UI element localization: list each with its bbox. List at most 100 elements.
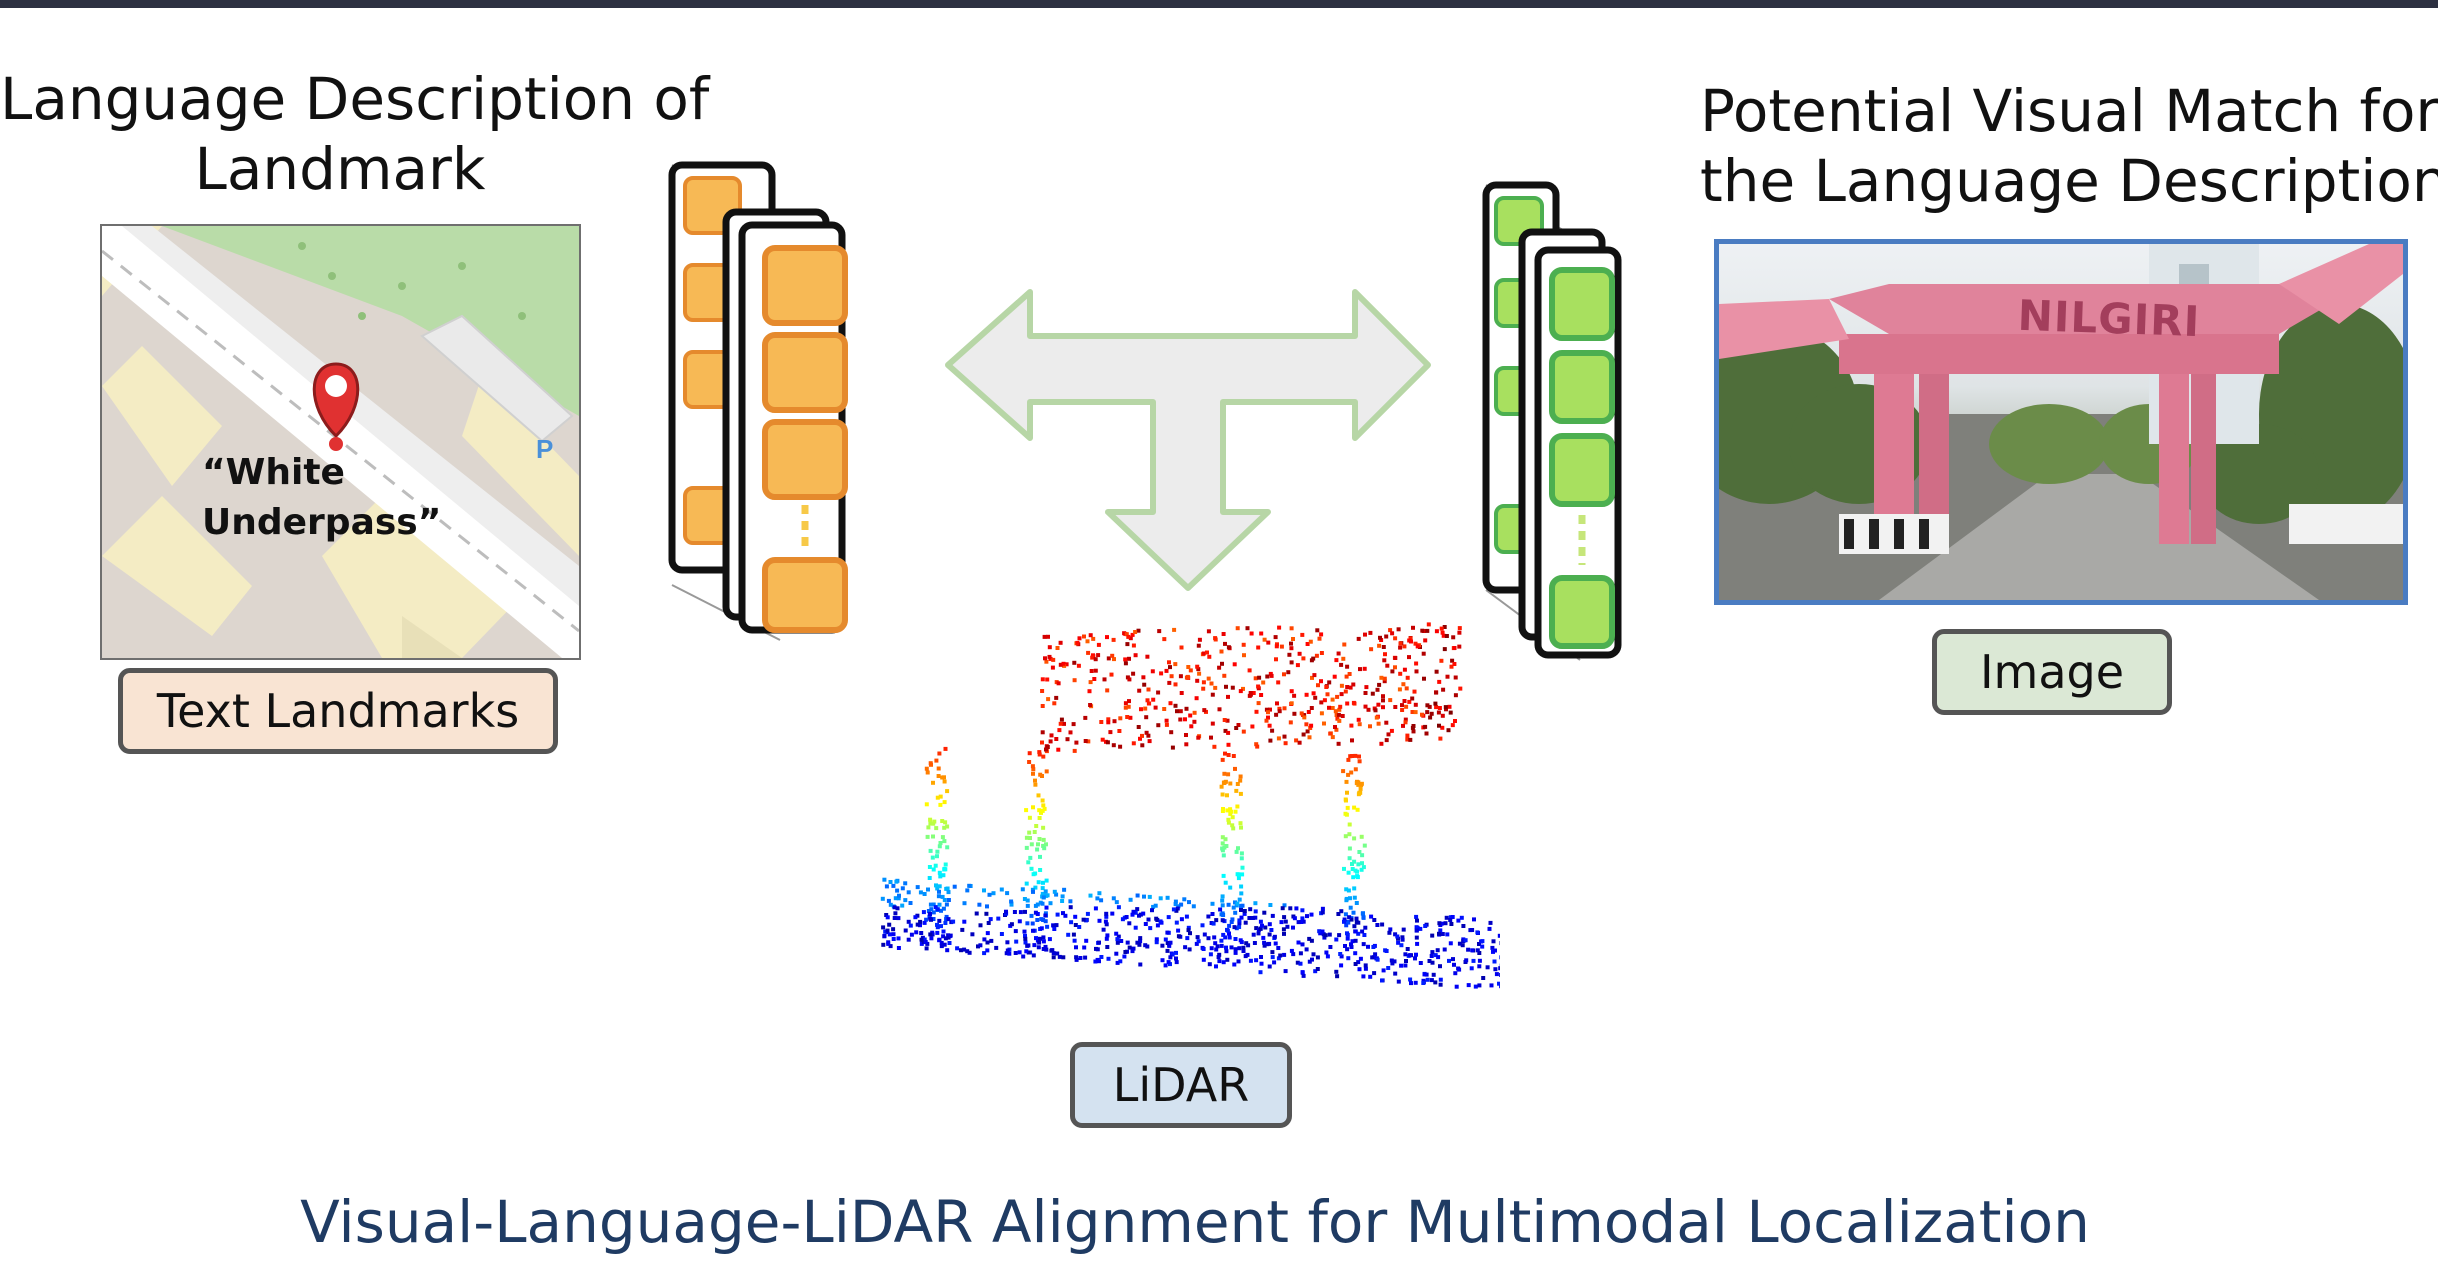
lidar-point — [1414, 935, 1419, 940]
lidar-point — [942, 775, 946, 780]
lidar-point — [1217, 959, 1222, 964]
lidar-point — [1308, 639, 1313, 644]
lidar-point — [1028, 836, 1032, 840]
lidar-point — [1414, 661, 1419, 666]
lidar-point — [1178, 674, 1183, 679]
lidar-point — [1301, 656, 1306, 661]
lidar-point — [886, 941, 891, 946]
lidar-point — [1162, 707, 1167, 711]
lidar-point — [1248, 691, 1253, 695]
lidar-point — [1345, 919, 1350, 924]
lidar-point — [1046, 634, 1050, 639]
lidar-point — [1024, 949, 1029, 954]
lidar-point — [1138, 936, 1143, 941]
lidar-point — [1233, 947, 1238, 952]
lidar-point — [1182, 897, 1187, 902]
lidar-point — [906, 890, 911, 895]
lidar-point — [1196, 735, 1201, 740]
lidar-point — [1403, 717, 1408, 722]
lidar-point — [1238, 689, 1243, 694]
lidar-point — [1035, 938, 1040, 943]
lidar-point — [1447, 958, 1451, 963]
lidar-point — [1194, 941, 1199, 946]
lidar-point — [1349, 917, 1354, 922]
lidar-point — [1156, 690, 1161, 695]
lidar-point — [1296, 940, 1301, 945]
lidar-point — [1237, 921, 1242, 926]
lidar-point — [1164, 718, 1169, 723]
lidar-point — [1281, 927, 1286, 932]
lidar-point — [1289, 948, 1294, 953]
lidar-point — [1056, 747, 1061, 752]
lidar-point — [1404, 959, 1408, 963]
lidar-point — [1360, 853, 1365, 858]
lidar-point — [1379, 741, 1384, 746]
lidar-point — [1133, 653, 1138, 658]
lidar-point — [1393, 656, 1398, 660]
lidar-point — [1343, 811, 1348, 816]
lidar-point — [1401, 682, 1406, 687]
lidar-point — [1430, 950, 1435, 955]
lidar-point — [1141, 675, 1146, 680]
lidar-point — [1230, 917, 1235, 922]
lidar-point — [1228, 781, 1233, 786]
lidar-point — [1254, 709, 1259, 714]
lidar-point — [1231, 826, 1236, 831]
lidar-point — [1050, 948, 1055, 953]
lidar-point — [1418, 926, 1423, 931]
lidar-point — [1341, 656, 1346, 661]
lidar-point — [1173, 662, 1178, 667]
lidar-point — [1363, 704, 1368, 709]
lidar-point — [1135, 907, 1140, 912]
lidar-point — [1401, 927, 1406, 932]
left-heading-line2: Landmark — [194, 135, 486, 203]
lidar-point — [887, 922, 892, 927]
lidar-point — [1267, 922, 1272, 927]
lidar-point — [1034, 824, 1039, 828]
lidar-point — [1047, 654, 1052, 659]
lidar-point — [1489, 983, 1494, 988]
lidar-point — [1169, 674, 1174, 679]
lidar-point — [1434, 629, 1439, 634]
lidar-point — [1306, 710, 1311, 714]
lidar-point — [1222, 673, 1227, 678]
lidar-point — [1343, 944, 1347, 948]
lidar-point — [1322, 935, 1327, 940]
lidar-point — [882, 877, 887, 882]
lidar-point — [1348, 685, 1353, 690]
lidar-point — [1239, 851, 1244, 856]
lidar-point — [1276, 956, 1281, 961]
lidar-point — [1192, 710, 1197, 715]
lidar-point — [1257, 675, 1262, 680]
lidar-point — [959, 948, 963, 953]
lidar-point — [1430, 933, 1435, 938]
lidar-point — [1176, 904, 1181, 909]
lidar-point — [1339, 683, 1344, 688]
lidar-point — [1343, 834, 1348, 839]
lidar-point — [1388, 927, 1393, 932]
lidar-point — [1068, 899, 1073, 904]
lidar-point — [1189, 724, 1194, 729]
lidar-point — [1222, 718, 1227, 722]
lidar-point — [1264, 707, 1269, 712]
lidar-point — [928, 912, 932, 917]
lidar-point — [1191, 904, 1196, 909]
lidar-point — [1023, 936, 1028, 941]
lidar-point — [1212, 744, 1217, 749]
lidar-point — [1356, 792, 1361, 797]
lidar-point — [1239, 908, 1243, 912]
lidar-point — [994, 945, 999, 950]
lidar-point — [1236, 959, 1241, 964]
lidar-point — [1041, 939, 1046, 944]
lidar-point — [1059, 717, 1064, 722]
lidar-point — [1357, 759, 1362, 764]
lidar-point — [1401, 723, 1405, 728]
lidar-point — [1088, 633, 1093, 638]
lidar-point — [1122, 631, 1127, 636]
lidar-point — [1040, 730, 1045, 735]
lidar-point — [1278, 953, 1283, 958]
lidar-point — [965, 888, 970, 893]
lidar-point — [1109, 672, 1114, 677]
lidar-point — [1342, 642, 1347, 647]
landmark-map: “White Underpass” P — [100, 224, 581, 660]
